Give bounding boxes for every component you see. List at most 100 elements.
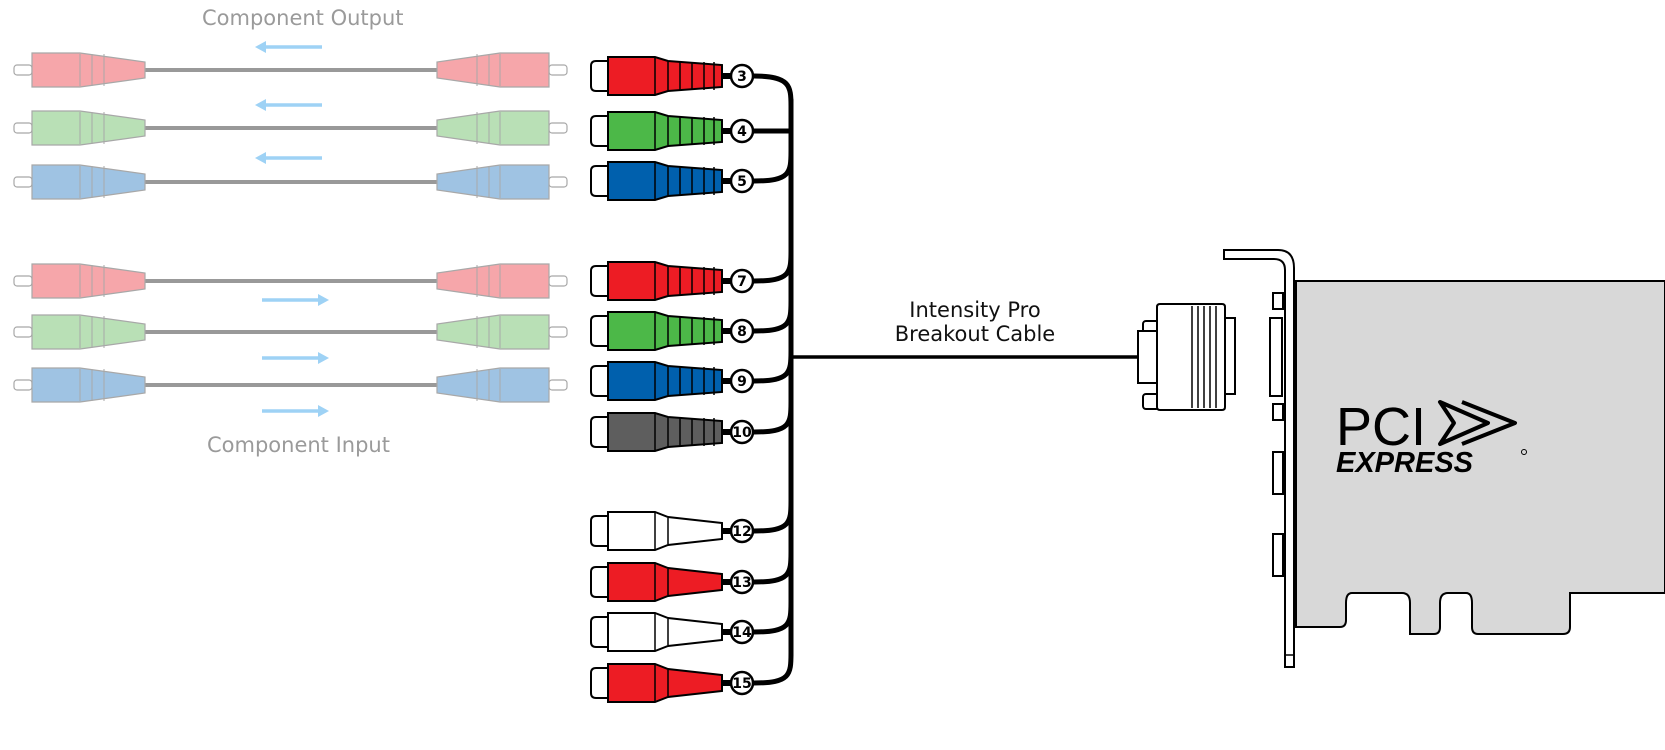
connector-stub [721,579,733,585]
connector-stub [721,178,733,184]
connector-tip [590,60,608,92]
connector-number: 7 [737,274,747,290]
connector-tip [590,365,608,397]
component-cable-5 [13,314,568,350]
connector-stub [721,128,733,134]
connector-stub [721,378,733,384]
plug-tip [548,64,568,76]
connector-stub [721,629,733,635]
input-arrow-1 [262,294,329,306]
connector-body [607,361,723,401]
bracket-port-2 [1269,317,1283,397]
connector-number-badge [729,670,755,696]
plug-body [436,164,550,200]
connector-stub [721,278,733,284]
bracket-port-1 [1272,292,1284,310]
connector-number-badge [729,619,755,645]
connector-number-badge [729,118,755,144]
connector-10: 10 [590,412,755,452]
bracket-port-4 [1272,451,1284,495]
connector-number-badge [729,368,755,394]
connector-body [607,56,723,96]
plug-tip [548,275,568,287]
breakout-cable-label-line1: Intensity Pro [909,298,1041,322]
connector-number-badge [729,63,755,89]
connector-number-badge [729,168,755,194]
registered-mark-icon [1521,449,1527,455]
component-cable-6 [13,367,568,403]
breakout-head-connector [1137,303,1236,411]
breakout-cable-label-line2: Breakout Cable [894,322,1056,346]
branch-wire-9 [751,348,794,384]
connector-5: 5 [590,161,755,201]
breakout-wiring-group [751,73,1143,686]
component-cable-4 [13,263,568,299]
plug-housing [1156,303,1226,411]
plug-body [31,52,146,88]
pcie-logo-subtext: EXPRESS [1336,447,1474,479]
arrow-head [318,294,329,306]
output-arrow-3 [255,152,322,164]
connector-number: 9 [737,374,747,390]
plug-tip [548,176,568,188]
connector-tip [590,667,608,699]
branch-wire-3 [751,73,794,109]
connector-9: 9 [590,361,755,401]
arrow-head [255,152,266,164]
connector-number: 10 [732,425,752,441]
connector-number: 12 [732,524,751,540]
plug-body [436,52,550,88]
arrow-head [255,99,266,111]
connector-tip [590,315,608,347]
connector-body [607,261,723,301]
pcie-logo-text: PCI [1336,397,1426,457]
connector-number: 5 [737,174,747,190]
plug-tip [13,275,33,287]
connector-number: 4 [737,124,747,140]
arrow-head [318,405,329,417]
input-arrow-3 [262,405,329,417]
connector-body [607,562,723,602]
bracket-port-3 [1272,403,1284,421]
branch-wire-8 [751,298,794,334]
plug-body [436,263,550,299]
plug-tip [13,176,33,188]
plug-tip [13,326,33,338]
connector-tip [590,165,608,197]
plug-body [436,110,550,146]
connector-body [607,663,723,703]
connector-number-badge [729,569,755,595]
connector-number-badge [729,318,755,344]
arrow-head [255,41,266,53]
component-cable-3 [13,164,568,200]
branch-wire-12 [751,498,794,534]
component-input-label: Component Input [207,433,390,457]
plug-body [31,367,146,403]
connector-number: 8 [737,324,747,340]
plug-tip [548,326,568,338]
connector-number-badge [729,518,755,544]
component-cable-1 [13,52,568,88]
connector-stub [721,528,733,534]
connector-body [607,412,723,452]
plug-tip [13,379,33,391]
pcie-chevron-icon [1438,400,1490,446]
connector-tip [590,515,608,547]
plug-tip [548,122,568,134]
plug-body [436,367,550,403]
plug-tip [13,122,33,134]
plug-tip [13,64,33,76]
connector-stub [721,429,733,435]
plug-body [31,263,146,299]
connector-number: 15 [732,676,751,692]
branch-wire-13 [751,549,794,585]
connector-body [607,612,723,652]
connector-8: 8 [590,311,755,351]
component-cable-2 [13,110,568,146]
arrow-head [318,352,329,364]
connector-7: 7 [590,261,755,301]
